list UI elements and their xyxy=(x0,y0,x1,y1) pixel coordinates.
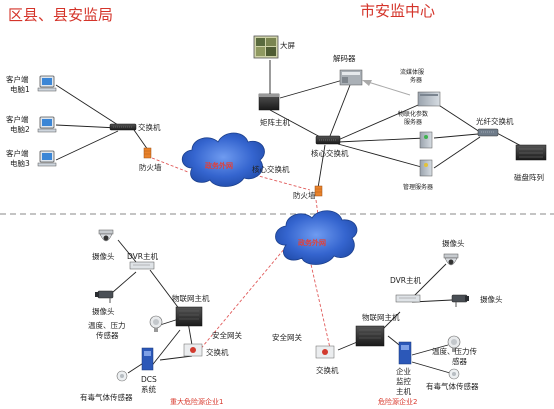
title-city-center: 市安监中心 xyxy=(360,2,435,20)
security-gateway-1-label: 安全网关 xyxy=(212,330,242,340)
switch-county-label: 交换机 xyxy=(138,122,161,132)
streaming-server-label-b: 务器 xyxy=(410,76,422,84)
client-pc-2-label-b: 电脑2 xyxy=(10,124,30,134)
enterprise-host-label-b: 监控 xyxy=(396,376,411,386)
core-switch-icon xyxy=(315,135,341,145)
big-screen-icon xyxy=(253,35,279,59)
fiber-switch-label: 光纤交换机 xyxy=(476,116,514,126)
toxic-sensor-2-icon xyxy=(448,368,460,380)
cloud-top-label: 政务外网 xyxy=(205,161,233,170)
enterprise-1-label: 重大危险源企业1 xyxy=(170,397,223,406)
mgmt-server-label: 管理服务器 xyxy=(403,183,433,191)
client-pc-3-label-b: 电脑3 xyxy=(10,158,30,168)
cloud-top: 政务外网 xyxy=(181,132,265,187)
streaming-server-label-a: 流媒体服 xyxy=(400,68,424,76)
iot-host-1-icon xyxy=(175,306,203,327)
dvr-1-icon xyxy=(129,261,155,270)
iot-host-2-label: 物联网主机 xyxy=(362,312,400,322)
client-pc-3-label-a: 客户端 xyxy=(6,148,29,158)
fiber-switch-icon xyxy=(477,128,499,137)
toxic-sensor-1-label: 有毒气体传感器 xyxy=(80,392,133,402)
big-screen-label: 大屏 xyxy=(280,40,295,50)
client-pc-1-label-b: 电脑1 xyxy=(10,84,30,94)
camera-2-label: 摄像头 xyxy=(92,306,115,316)
dcs-label-a: DCS xyxy=(141,375,157,384)
sensor-1-label-b: 传感器 xyxy=(96,330,119,340)
streaming-server-icon xyxy=(417,91,441,107)
switch-county-icon xyxy=(109,123,137,131)
disk-array-label: 磁盘阵列 xyxy=(514,172,544,182)
client-pc-1 xyxy=(37,75,57,92)
decoder-label: 解码器 xyxy=(333,53,356,63)
mgmt-server-icon xyxy=(419,159,433,177)
firewall-county-icon xyxy=(143,147,152,159)
sensor-2-label-a: 温度、压力传 xyxy=(432,346,477,356)
iot-host-1-label: 物联网主机 xyxy=(172,293,210,303)
dcs-label-b: 系统 xyxy=(141,384,156,394)
toxic-sensor-2-label: 有毒气体传感器 xyxy=(426,381,479,391)
client-pc-1-label-a: 客户端 xyxy=(6,74,29,84)
camera-bullet-4-icon xyxy=(451,294,469,307)
camera-bullet-2-icon xyxy=(95,290,114,303)
iot-host-2-icon xyxy=(355,325,385,347)
firewall-center-icon xyxy=(314,185,323,197)
core-switch-label: 核心交换机 xyxy=(311,148,349,158)
client-pc-2 xyxy=(37,116,57,133)
enterprise-host-label-a: 企业 xyxy=(396,366,411,376)
dvr-1-label: DVR主机 xyxy=(127,251,158,261)
switch-1-label: 交换机 xyxy=(206,347,229,357)
camera-4-label: 摄像头 xyxy=(480,294,503,304)
disk-array-icon xyxy=(515,144,547,161)
iot-server-icon xyxy=(419,131,433,149)
matrix-host-label: 矩阵主机 xyxy=(260,117,290,127)
iot-server-label-a: 物联化参数 xyxy=(398,110,428,118)
dcs-cabinet-icon xyxy=(141,347,154,371)
iot-server-label-b: 服务器 xyxy=(404,118,422,126)
camera-3-label: 摄像头 xyxy=(442,238,465,248)
dvr-2-icon xyxy=(395,294,421,303)
sensor-2-label-b: 感器 xyxy=(452,356,467,366)
firewall-center-label: 防火墙 xyxy=(293,190,316,200)
switch-2-label: 交换机 xyxy=(316,365,339,375)
dvr-2-label: DVR主机 xyxy=(390,275,421,285)
enterprise-2-label: 危险源企业2 xyxy=(378,397,417,406)
sensor-1-label-a: 温度、压力 xyxy=(88,320,126,330)
cloud-bottom: 政务外网 xyxy=(275,210,358,265)
client-pc-2-label-a: 客户端 xyxy=(6,114,29,124)
title-county: 区县、县安监局 xyxy=(8,6,113,24)
toxic-sensor-1-icon xyxy=(116,370,128,382)
switch-1-icon xyxy=(183,343,203,357)
decoder-icon xyxy=(339,69,363,86)
security-gateway-2-label: 安全网关 xyxy=(272,332,302,342)
client-pc-3 xyxy=(37,150,57,167)
camera-1-label: 摄像头 xyxy=(92,251,115,261)
switch-2-icon xyxy=(315,345,335,359)
core-switch-side-label: 核心交换机 xyxy=(252,164,290,174)
firewall-county-label: 防火墙 xyxy=(139,162,162,172)
cloud-bottom-label: 政务外网 xyxy=(298,238,326,247)
sensor-1-icon xyxy=(149,315,163,332)
camera-dome-3-icon xyxy=(443,253,459,266)
stream-arrow xyxy=(362,80,411,96)
matrix-host-icon xyxy=(258,93,280,111)
camera-dome-1-icon xyxy=(98,229,114,242)
enterprise-host-label-c: 主机 xyxy=(396,386,411,396)
enterprise-host-icon xyxy=(398,341,412,365)
sensor-2-icon xyxy=(447,335,461,352)
